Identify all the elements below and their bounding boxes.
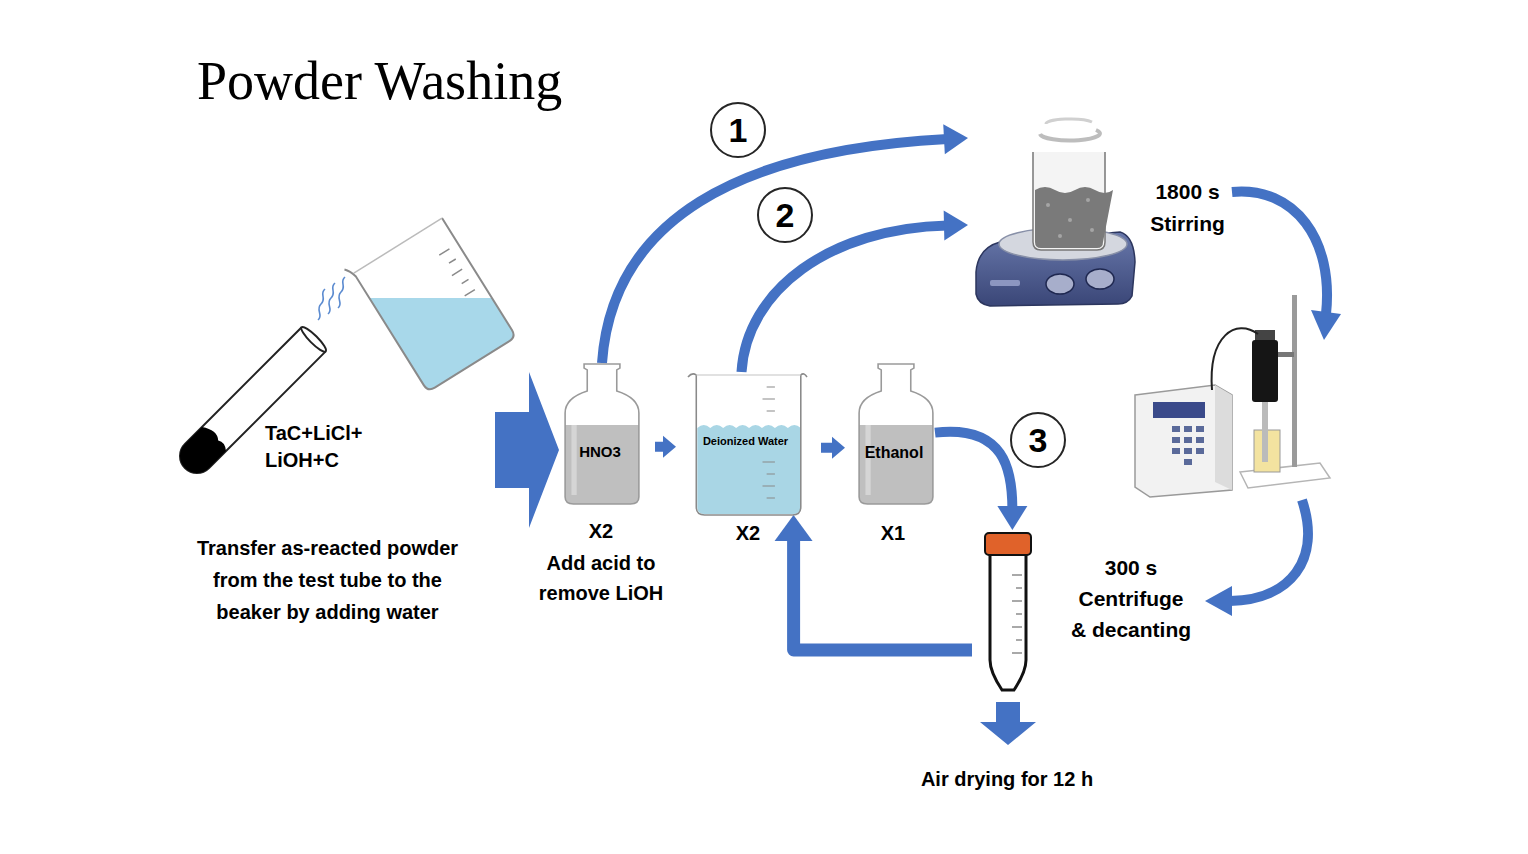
key — [1184, 459, 1192, 465]
reagent-bottle: Ethanol — [857, 363, 935, 505]
sample-tube-group: TaC+LiCl+ LiOH+C — [170, 215, 495, 505]
beaker-glass — [688, 374, 807, 515]
flow-arrow-shaft — [1230, 500, 1308, 601]
arrow-shaft — [794, 537, 972, 650]
key — [1184, 437, 1192, 443]
centrifuge-tube — [985, 533, 1031, 690]
callout-circle: 3 — [1010, 412, 1066, 468]
magnetic-stirrer — [976, 119, 1135, 306]
arrow-head — [944, 210, 968, 240]
bottle-label: Ethanol — [857, 443, 931, 462]
tube-cap — [985, 533, 1031, 555]
stir-powder — [1035, 187, 1113, 248]
probe — [1262, 402, 1268, 462]
block-arrow — [495, 372, 559, 528]
flow-arrow — [655, 436, 676, 458]
flow-arrow-head — [1311, 310, 1341, 340]
centrifuge-station: 300 s Centrifuge & decanting — [972, 530, 1204, 700]
step-label: 1800 s Stirring — [1140, 176, 1235, 240]
tube-ticks — [1012, 575, 1022, 653]
tube-rim — [299, 324, 329, 354]
arrow-head — [997, 506, 1027, 530]
callout-number: 1 — [712, 104, 764, 156]
sonicator-screen — [1153, 402, 1205, 418]
stirrer-badge — [990, 280, 1020, 286]
key — [1172, 437, 1180, 443]
steam-line — [318, 289, 325, 320]
key — [1184, 448, 1192, 454]
step-label: 300 s Centrifuge & decanting — [1070, 552, 1192, 645]
beaker-rim — [696, 374, 801, 375]
horn — [1252, 340, 1278, 402]
steam-line — [338, 277, 345, 308]
flow-arrow-shaft — [1232, 192, 1327, 314]
beaker-glass — [344, 211, 516, 395]
callout-circle: 2 — [757, 187, 813, 243]
cable — [1212, 328, 1258, 390]
sonicator-side — [1215, 385, 1232, 490]
arrow-shaft — [935, 432, 1012, 510]
bottle-outline — [563, 363, 641, 505]
speckle — [1086, 198, 1090, 202]
key — [1172, 448, 1180, 454]
bottle-outline — [857, 363, 935, 505]
instruction-text: Transfer as-reacted powder from the test… — [185, 532, 470, 628]
flow-arrow — [775, 515, 972, 650]
arrow-shaft — [602, 139, 948, 363]
step-label: Air drying for 12 h — [887, 766, 1127, 792]
beaker-label: Deionized Water — [688, 434, 803, 448]
mixture-label: TaC+LiCl+ LiOH+C — [265, 420, 373, 474]
flow-arrow — [602, 124, 968, 363]
water — [330, 298, 550, 418]
pouring-beaker — [344, 211, 516, 395]
rotation-mark — [1046, 119, 1092, 124]
callout-number: 3 — [1012, 414, 1064, 466]
key — [1184, 426, 1192, 432]
steam-line — [328, 283, 335, 314]
callout-number: 2 — [759, 189, 811, 241]
key — [1196, 448, 1204, 454]
water-beaker: Deionized Water — [688, 372, 807, 515]
bottle-glass — [859, 364, 933, 504]
flow-arrow — [495, 372, 559, 528]
stirrer-knob — [1046, 274, 1074, 294]
repeat-count: X1 — [863, 520, 923, 546]
speckle — [1068, 218, 1072, 222]
repeat-count: X2 — [571, 518, 631, 544]
arrow-shaft — [742, 225, 948, 372]
stirring-station: 1800 s Stirring — [968, 118, 1240, 308]
down-arrow — [980, 702, 1036, 745]
speckle — [1046, 203, 1050, 207]
block-arrow — [821, 437, 845, 459]
bottle-label: HNO3 — [563, 443, 637, 461]
arrow-head — [775, 515, 813, 541]
arrow-head — [943, 124, 968, 154]
speckle — [1090, 228, 1094, 232]
reagent-bottle: HNO3 — [563, 363, 641, 505]
repeat-count: X2 — [718, 520, 778, 546]
flow-arrow-head — [1205, 586, 1232, 616]
bottle-shine — [571, 411, 576, 495]
beaker-ticks — [439, 249, 475, 296]
speckle — [1058, 234, 1062, 238]
diagram-title: Powder Washing — [197, 50, 562, 112]
block-arrow — [655, 436, 676, 458]
key — [1196, 437, 1204, 443]
stand-rod — [1292, 295, 1297, 467]
callout-circle: 1 — [710, 102, 766, 158]
powder — [173, 423, 230, 480]
sonicator-box — [1135, 385, 1232, 497]
flow-arrow — [821, 437, 845, 459]
rotation-mark — [1040, 130, 1100, 140]
key — [1196, 426, 1204, 432]
tube-body — [990, 555, 1026, 690]
key — [1172, 426, 1180, 432]
stirrer-knob — [1086, 269, 1114, 289]
instruction-text: Add acid to remove LiOH — [526, 548, 676, 608]
beaker-rim — [354, 218, 442, 273]
bottle-glass — [565, 364, 639, 504]
sonicator — [1135, 295, 1330, 497]
